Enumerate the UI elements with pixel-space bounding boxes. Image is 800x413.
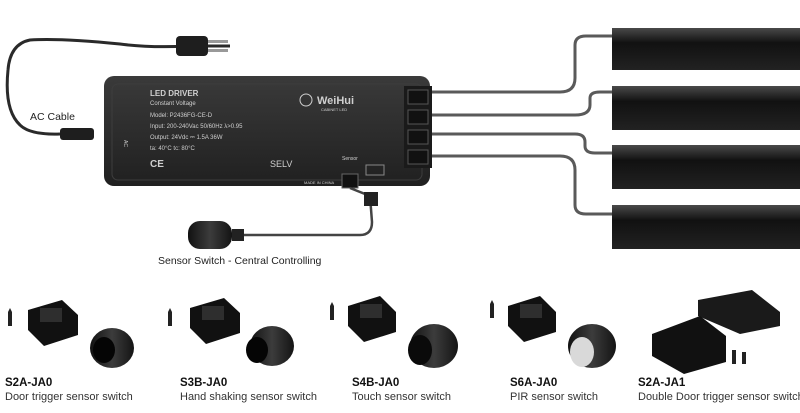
sensor-head-icon [188,221,232,249]
weihui-logo-icon [299,93,313,107]
selv-mark: SELV [270,159,292,169]
ac-plug-icon [176,36,208,56]
driver-subtitle: Constant Voltage [150,101,196,107]
product-4-code: S6A-JA0 [510,377,558,389]
driver-brand-sub: CABINET LED [321,107,347,112]
product-3-image [330,296,458,368]
driver-output: Output: 24Vdc ⎓ 1.5A 36W [150,135,223,141]
made-in: MADE IN CHINA [304,180,335,185]
ac-cable [5,36,230,140]
product-5-code: S2A-JA1 [638,377,686,389]
product-2-code: S3B-JA0 [180,377,228,389]
sensor-switch-label: Sensor Switch - Central Controlling [158,255,322,267]
driver-temps: ta: 40°C tc: 80°C [150,146,195,152]
led-strip-3 [612,145,800,189]
product-5-desc: Double Door trigger sensor switch [638,391,800,403]
driver-title: LED DRIVER [150,89,199,98]
sensor-switch [188,186,378,249]
product-1-image [8,300,134,368]
sensor-port-label: Sensor [342,156,358,162]
ce-mark: CE [150,159,164,170]
led-strip-2 [612,86,800,130]
driver-model: Model: P2436FG-CE-D [150,113,213,119]
led-strips [612,28,800,249]
led-strip-4 [612,205,800,249]
dc-connector-icon [60,128,94,140]
driver-brand: WeiHui [317,95,354,107]
product-3-desc: Touch sensor switch [352,391,452,403]
product-4-image [490,296,616,368]
product-1-desc: Door trigger sensor switch [5,391,133,403]
product-1-code: S2A-JA0 [5,377,53,389]
ac-cable-label: AC Cable [30,111,75,123]
output-cables [430,34,615,216]
product-3-code: S4B-JA0 [352,377,400,389]
driver-input: Input: 200-240Vac 50/60Hz λ>0.95 [150,124,243,130]
product-2-image [168,298,294,366]
product-2-desc: Hand shaking sensor switch [180,391,317,403]
ac-label: AC [122,140,128,147]
led-strip-1 [612,28,800,70]
product-5-image [652,290,780,374]
sensor-port [341,173,359,189]
product-4-desc: PIR sensor switch [510,391,599,403]
led-driver: LED DRIVER Constant Voltage Model: P2436… [104,76,432,189]
